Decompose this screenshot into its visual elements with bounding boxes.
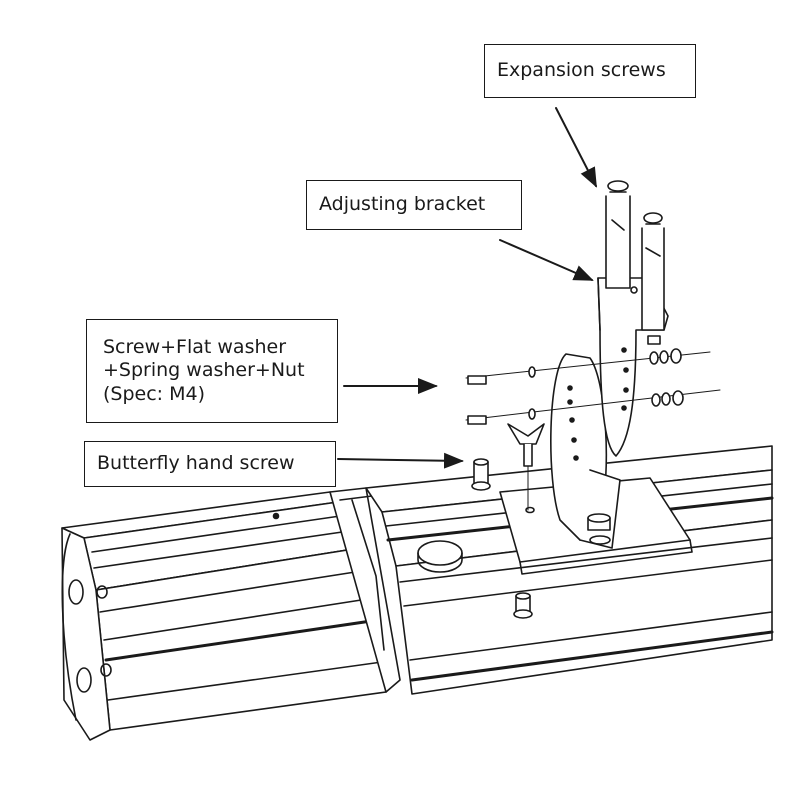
arrow-butterfly-screw xyxy=(337,452,464,469)
label-adjusting-bracket-text: Adjusting bracket xyxy=(319,193,486,216)
module-connector xyxy=(329,487,401,693)
lower-bracket xyxy=(550,353,621,549)
arrow-adjusting-bracket xyxy=(499,239,594,281)
label-expansion-screws: Expansion screws xyxy=(484,44,696,98)
heater-left-module xyxy=(61,491,387,741)
label-expansion-screws-text: Expansion screws xyxy=(497,59,666,82)
label-screw-line-3: (Spec: M4) xyxy=(103,382,206,405)
leader-arrows xyxy=(337,107,597,469)
expansion-screw-1 xyxy=(605,180,631,289)
label-screw-assembly: Screw+Flat washer +Spring washer+Nut (Sp… xyxy=(86,319,338,423)
label-butterfly-screw: Butterfly hand screw xyxy=(84,441,336,487)
butterfly-screw-icon xyxy=(471,423,545,511)
bottom-bolt-icon xyxy=(513,592,533,619)
label-adjusting-bracket: Adjusting bracket xyxy=(306,180,522,230)
label-screw-line-1: Screw+Flat washer xyxy=(103,336,287,359)
label-screw-line-2: +Spring washer+Nut xyxy=(103,359,305,382)
bracket-bolt-icon xyxy=(587,513,611,545)
label-butterfly-screw-text: Butterfly hand screw xyxy=(97,452,295,475)
screw-washer-set xyxy=(465,348,721,425)
expansion-screw-2 xyxy=(641,212,665,345)
arrow-expansion-screws xyxy=(555,107,597,188)
